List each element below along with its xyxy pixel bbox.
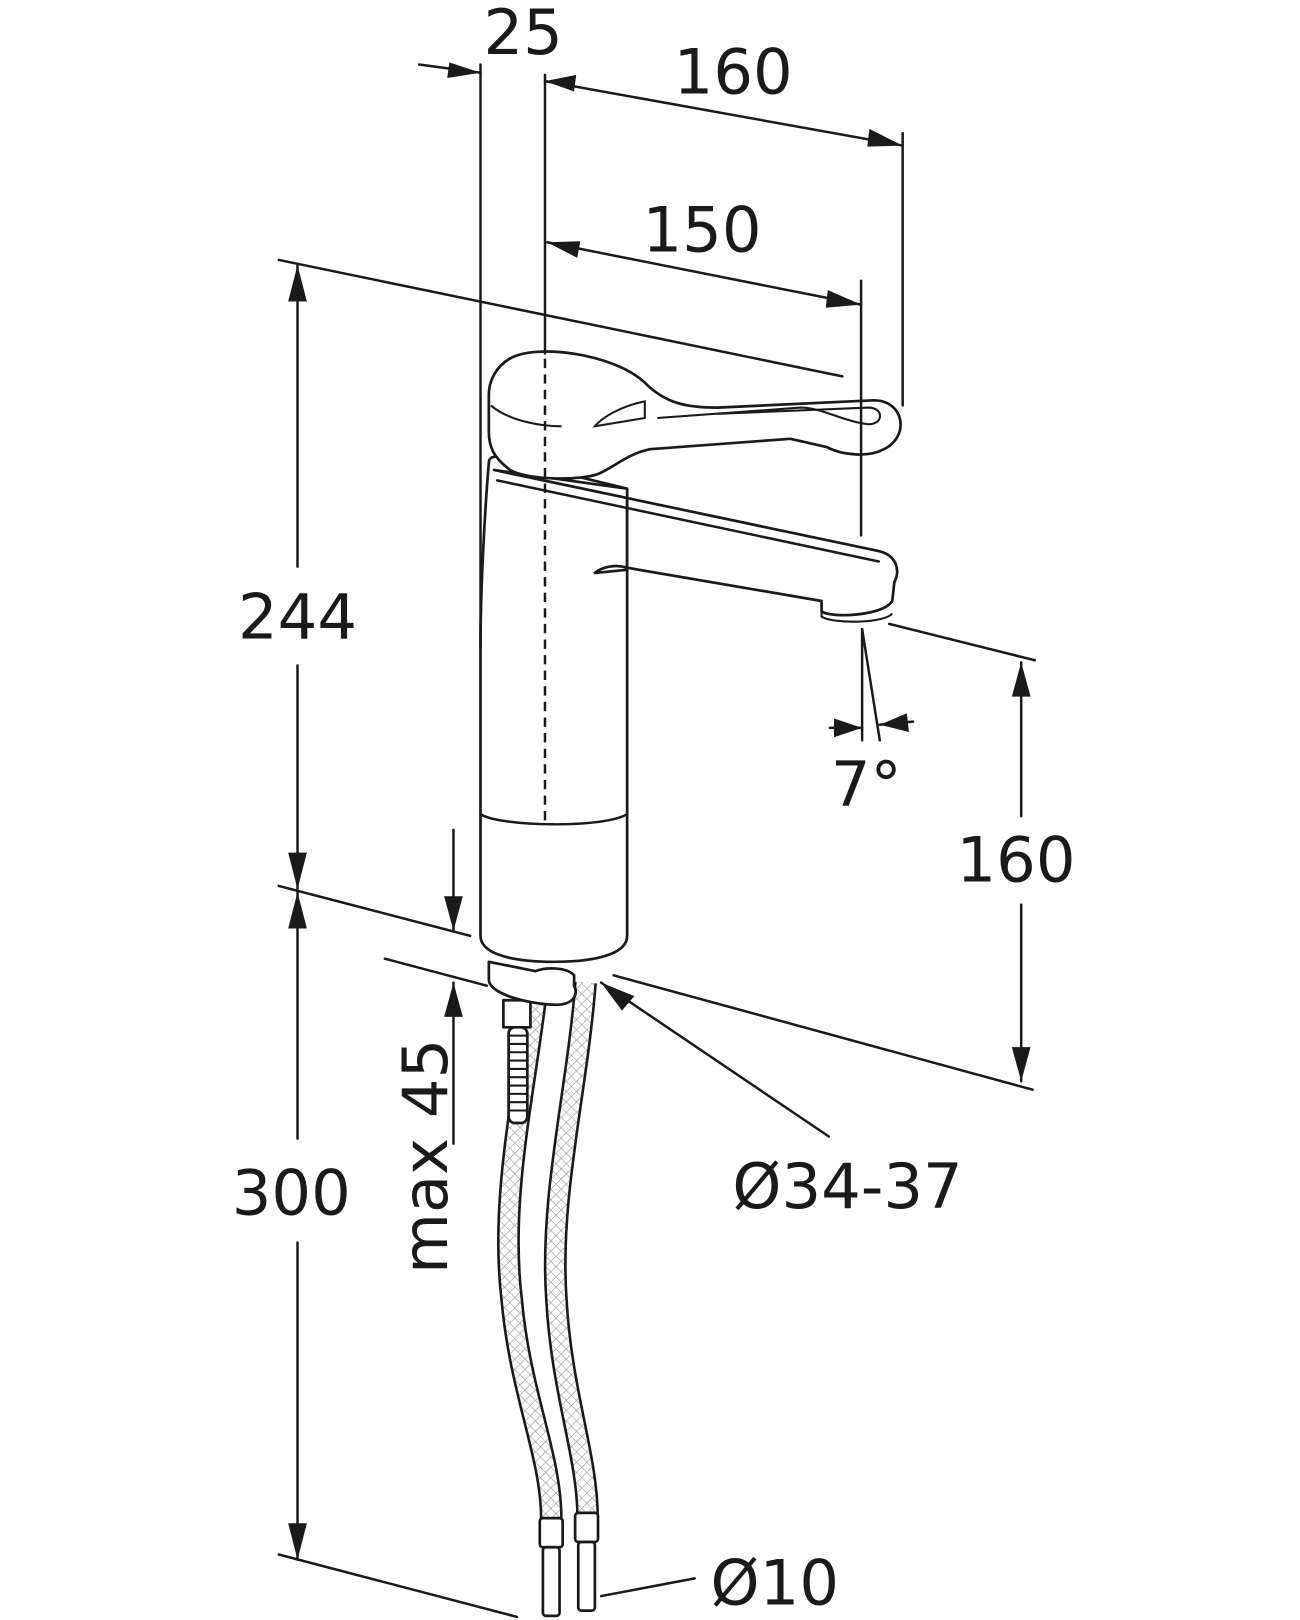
dim-label-spout-angle: 7° [831,748,902,821]
dim-label-hose-diameter: Ø10 [711,1546,839,1619]
hose-fittings [538,1511,600,1618]
dim-label-spout-reach: 150 [642,194,761,267]
threaded-rod [502,998,532,1125]
dim-label-max-thickness: max 45 [389,1039,462,1274]
dim-label-25: 25 [483,0,562,69]
dim-label-handle-reach: 160 [674,36,793,109]
dim-label-hose-length: 300 [232,1156,351,1229]
dim-label-total-height: 244 [238,580,357,653]
spout [492,468,899,617]
dim-label-spout-height: 160 [956,824,1075,897]
faucet-body [479,455,629,964]
mounting-clamp [487,960,577,1007]
faucet [479,350,902,1618]
dimension-labels: 25 160 150 244 300 160 7° max 45 Ø34-37 … [232,0,1076,1619]
dim-label-hole-diameter: Ø34-37 [732,1150,962,1223]
dimension-lines [277,62,1036,1619]
